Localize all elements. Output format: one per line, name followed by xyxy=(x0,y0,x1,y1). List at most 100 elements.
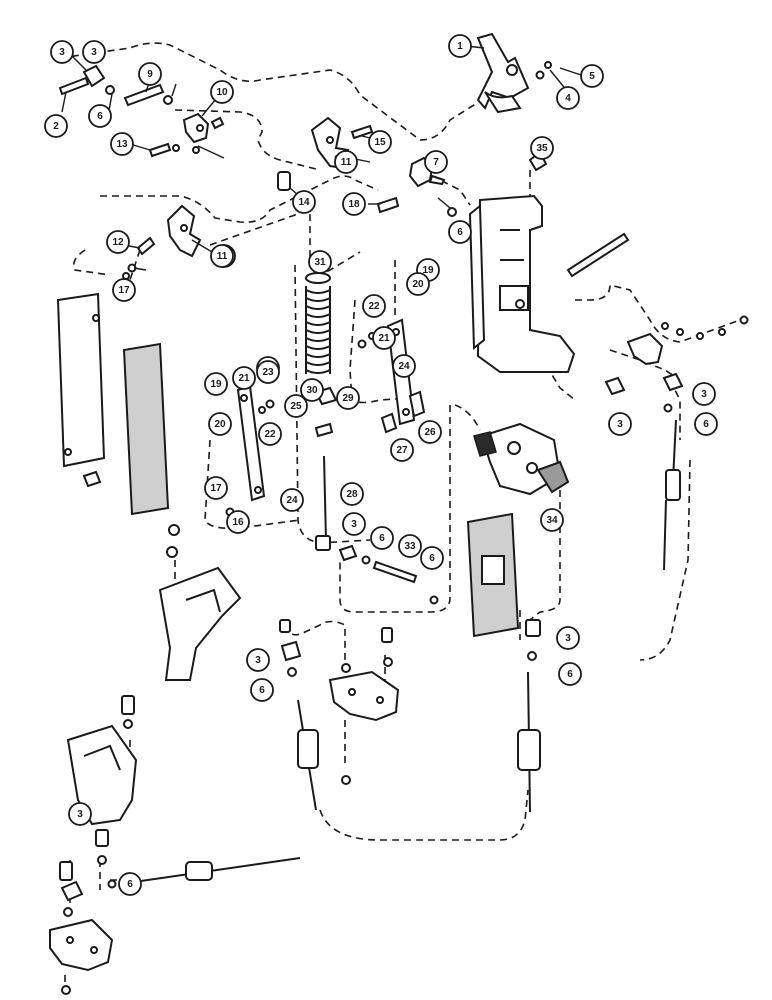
callout-number: 2 xyxy=(53,121,59,132)
callout-number: 31 xyxy=(314,257,326,268)
callout-33: 33 xyxy=(398,534,422,558)
callout-3: 3 xyxy=(82,40,106,64)
callout-number: 22 xyxy=(264,429,276,440)
callout-circle xyxy=(82,40,106,64)
callout-circle xyxy=(44,114,68,138)
callout-circle xyxy=(398,534,422,558)
callout-20: 20 xyxy=(208,412,232,436)
callout-circle xyxy=(204,476,228,500)
mounting-plate-lower xyxy=(49,918,114,995)
callout-number: 19 xyxy=(422,265,434,276)
callout-21: 21 xyxy=(372,326,396,350)
callout-circle xyxy=(420,546,444,570)
callout-circle xyxy=(112,278,136,302)
callout-20: 20 xyxy=(406,272,430,296)
callout-3: 3 xyxy=(246,648,270,672)
right-linkage xyxy=(604,315,749,413)
callout-circle xyxy=(448,34,472,58)
callout-circle xyxy=(300,378,324,402)
callout-circle xyxy=(580,64,604,88)
callout-10: 10 xyxy=(210,80,234,104)
lever-pair-center xyxy=(225,318,426,522)
callout-number: 30 xyxy=(306,385,318,396)
callout-circle xyxy=(110,132,134,156)
callout-circle xyxy=(372,326,396,350)
callout-circle xyxy=(392,354,416,378)
callout-circle xyxy=(118,872,142,896)
callout-number: 18 xyxy=(348,199,360,210)
callout-6: 6 xyxy=(420,546,444,570)
callout-24: 24 xyxy=(280,488,304,512)
callout-29: 29 xyxy=(336,386,360,410)
callout-17: 17 xyxy=(204,476,228,500)
callout-circle xyxy=(88,104,112,128)
assembly-leader-lines xyxy=(59,42,741,990)
callout-number: 33 xyxy=(404,541,416,552)
callout-number: 22 xyxy=(368,301,380,312)
callout-circle xyxy=(694,412,718,436)
callout-number: 3 xyxy=(255,655,261,666)
callout-circle xyxy=(210,80,234,104)
callout-number: 1 xyxy=(457,41,463,52)
callout-circle xyxy=(406,272,430,296)
callout-number: 6 xyxy=(457,227,463,238)
callout-circle xyxy=(362,294,386,318)
callout-circle xyxy=(280,488,304,512)
callout-number: 10 xyxy=(216,87,228,98)
callout-12: 12 xyxy=(106,230,130,254)
callout-number: 6 xyxy=(379,533,385,544)
control-valve xyxy=(473,422,570,496)
callout-number: 3 xyxy=(91,47,97,58)
callout-number: 11 xyxy=(341,157,352,168)
callout-circle xyxy=(556,626,580,650)
callout-number: 12 xyxy=(112,237,124,248)
callout-number: 17 xyxy=(118,285,130,296)
callout-22: 22 xyxy=(362,294,386,318)
callout-circle xyxy=(258,422,282,446)
callout-circle xyxy=(226,510,250,534)
callout-circle xyxy=(308,250,332,274)
callout-6: 6 xyxy=(118,872,142,896)
callout-9: 9 xyxy=(138,62,162,86)
callout-number: 24 xyxy=(286,495,298,506)
callout-35: 35 xyxy=(530,136,554,160)
cable-right xyxy=(525,419,681,661)
callout-circle xyxy=(370,526,394,550)
callout-number: 35 xyxy=(536,143,548,154)
bellcrank-left xyxy=(122,204,202,280)
callout-circle xyxy=(68,802,92,826)
callout-3: 3 xyxy=(50,40,74,64)
callout-number: 24 xyxy=(398,361,410,372)
ball-joint-upper-left xyxy=(58,64,225,158)
callout-22: 22 xyxy=(258,422,282,446)
callout-6: 6 xyxy=(370,526,394,550)
callout-16: 16 xyxy=(226,510,250,534)
callout-circle xyxy=(558,662,582,686)
callout-circle xyxy=(608,412,632,436)
top-control-lever xyxy=(476,32,552,114)
callout-4: 4 xyxy=(556,86,580,110)
callout-number: 27 xyxy=(396,445,408,456)
callout-circle xyxy=(418,420,442,444)
callout-3: 3 xyxy=(68,802,92,826)
side-plate-left xyxy=(56,292,170,516)
callout-14: 14 xyxy=(292,190,316,214)
callout-3: 3 xyxy=(608,412,632,436)
callout-circle xyxy=(530,136,554,160)
callout-number: 3 xyxy=(565,633,571,644)
callout-21: 21 xyxy=(232,366,256,390)
callout-circle xyxy=(138,62,162,86)
callout-labels: 1234567910111213141516171819202122232425… xyxy=(44,34,718,896)
callout-number: 26 xyxy=(424,427,436,438)
callout-circle xyxy=(342,512,366,536)
callout-25: 25 xyxy=(284,394,308,418)
callout-number: 13 xyxy=(116,139,128,150)
callout-circle xyxy=(250,678,274,702)
callout-number: 7 xyxy=(433,157,439,168)
callout-number: 4 xyxy=(565,93,571,104)
callout-circle xyxy=(204,372,228,396)
callout-26: 26 xyxy=(418,420,442,444)
callout-11: 11 xyxy=(210,244,234,268)
callout-number: 6 xyxy=(567,669,573,680)
callout-circle xyxy=(246,648,270,672)
